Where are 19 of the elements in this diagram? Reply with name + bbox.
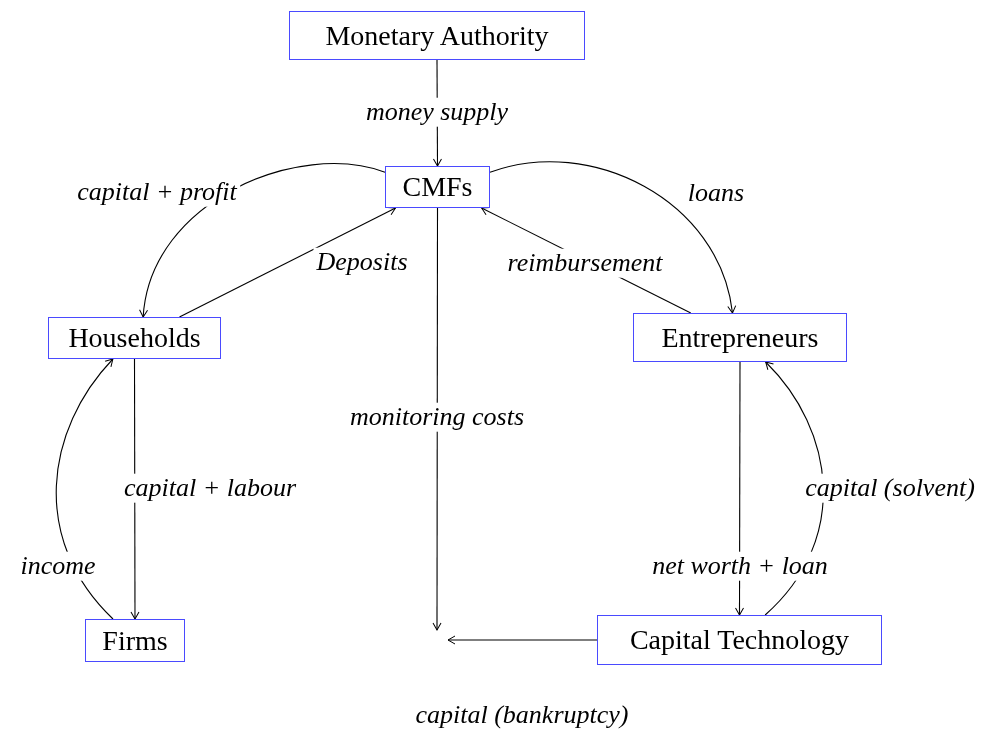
node-label: Households <box>68 322 201 354</box>
node-label: Monetary Authority <box>325 19 549 52</box>
node-label: CMFs <box>402 171 473 203</box>
node-label: Firms <box>102 624 168 657</box>
process-box <box>48 317 221 359</box>
arrow <box>432 207 442 631</box>
process-box <box>85 619 185 662</box>
process-box <box>289 11 585 60</box>
arrow <box>489 161 736 314</box>
node-label: Entrepreneurs <box>661 321 819 354</box>
process-box <box>385 166 490 208</box>
process-box <box>633 313 847 362</box>
process-box <box>597 615 882 665</box>
arrow <box>130 358 140 620</box>
arrow <box>178 207 397 318</box>
arrow <box>735 361 744 616</box>
node-label: Capital Technology <box>629 624 850 656</box>
arrow <box>447 635 598 645</box>
arrow <box>55 358 114 620</box>
